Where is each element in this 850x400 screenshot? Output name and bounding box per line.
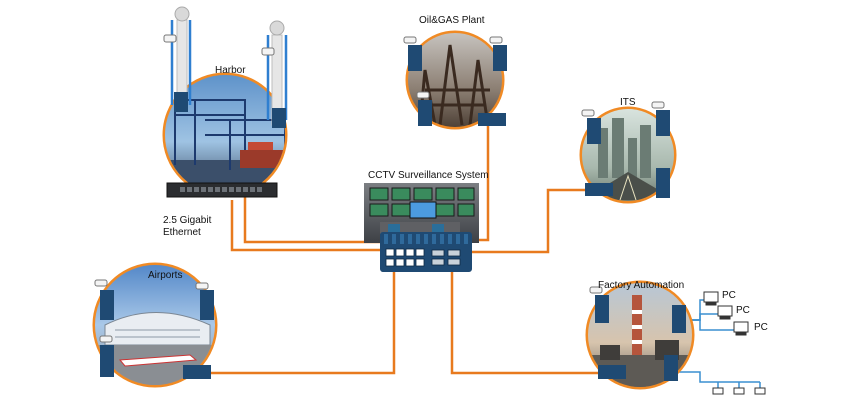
lan-bus — [678, 371, 760, 383]
label-gigabit-2: Ethernet — [163, 227, 201, 238]
pc-icon — [717, 305, 733, 320]
gigabit-switch — [166, 182, 278, 198]
label-gigabit-1: 2.5 Gigabit — [163, 215, 212, 226]
label-airports: Airports — [148, 270, 183, 281]
factory-scene — [585, 280, 695, 390]
label-pc-2: PC — [736, 305, 750, 316]
its-scene — [579, 101, 677, 204]
link-factory-cctv — [450, 268, 598, 375]
label-pc-3: PC — [754, 322, 768, 333]
link-its-cctv — [472, 188, 598, 254]
label-oil-gas: Oil&GAS Plant — [419, 15, 485, 26]
label-pc-1: PC — [722, 290, 736, 301]
device-icon — [712, 387, 724, 395]
link-airport-cctv — [210, 268, 396, 375]
label-cctv: CCTV Surveillance System — [368, 170, 489, 181]
label-its: ITS — [620, 97, 636, 108]
device-icon — [733, 387, 745, 395]
lan-pc3 — [686, 319, 742, 331]
link-gigabit-cctv — [230, 200, 380, 252]
pc-icon — [703, 291, 719, 306]
fiber-links — [210, 125, 598, 375]
label-harbor: Harbor — [215, 65, 246, 76]
central-switch — [380, 232, 472, 272]
harbor-scene — [162, 6, 288, 198]
label-factory: Factory Automation — [598, 280, 685, 291]
oil-gas-scene — [403, 30, 507, 130]
device-icon — [754, 387, 766, 395]
link-harbor-cctv — [243, 193, 380, 244]
lan-links — [678, 299, 761, 390]
pc-icon — [733, 321, 749, 336]
pc-icons — [703, 291, 766, 395]
